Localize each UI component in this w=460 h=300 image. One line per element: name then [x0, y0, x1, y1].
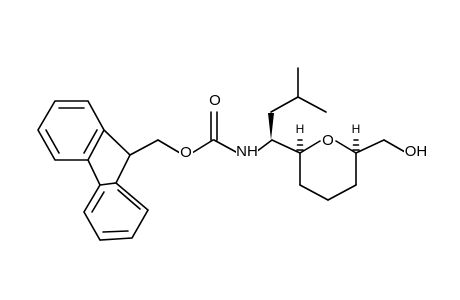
- carbamate-group: [129, 111, 237, 156]
- ch2-ch-bond: [270, 96, 299, 113]
- fluorenyl-group: [37, 100, 150, 241]
- ring-oxygen-label: O: [322, 132, 334, 149]
- lower-ring-double-bond-2: [102, 230, 129, 233]
- ring-c2-o-bond: [299, 140, 321, 154]
- carbonyl-oxygen-label: O: [209, 92, 221, 109]
- ester-oxygen-label: O: [180, 144, 192, 161]
- fluorene-c9-bond-lower: [115, 154, 131, 184]
- methyl-bond-right: [297, 96, 327, 113]
- upper-ring-double-bond-2: [45, 129, 60, 154]
- isobutyl-chain: [255, 67, 327, 154]
- c9-ch2-bond: [129, 139, 159, 156]
- carbonyl-n-bond: [213, 139, 237, 153]
- atom-labels: O O NH O OH H H: [179, 92, 428, 161]
- lower-ring-double-bond-1: [117, 189, 141, 210]
- biaryl-bond: [87, 159, 101, 186]
- stereo-h-right-label: H: [352, 122, 361, 136]
- c6-ch2-bond: [355, 139, 385, 154]
- hashed-bond-left: [296, 139, 304, 151]
- upper-ring-double-bond-3: [83, 129, 98, 154]
- ch2-oh-bond: [383, 139, 406, 153]
- ring-c4-c3-bond: [299, 184, 329, 201]
- upper-benzene-ring: [37, 100, 105, 161]
- ch2-o-bond: [157, 139, 181, 154]
- tetrahydropyran-ring: [296, 139, 406, 201]
- lower-ring-double-bond-3: [91, 191, 105, 213]
- ring-o-c6-bond: [335, 140, 357, 154]
- lower-benzene-ring: [83, 182, 150, 241]
- n-stereocenter-bond: [255, 139, 273, 153]
- o-carbonyl-bond: [191, 139, 214, 154]
- fluorene-c9-bond-upper: [103, 129, 131, 156]
- amide-nitrogen-label: NH: [236, 143, 258, 160]
- hydroxyl-label: OH: [405, 143, 428, 160]
- ring-c5-c4-bond: [327, 184, 357, 201]
- hashed-bond-right: [352, 139, 360, 151]
- stereocenter-ring-bond: [271, 139, 301, 154]
- wedge-bond: [268, 113, 274, 140]
- stereo-h-left-label: H: [296, 122, 305, 136]
